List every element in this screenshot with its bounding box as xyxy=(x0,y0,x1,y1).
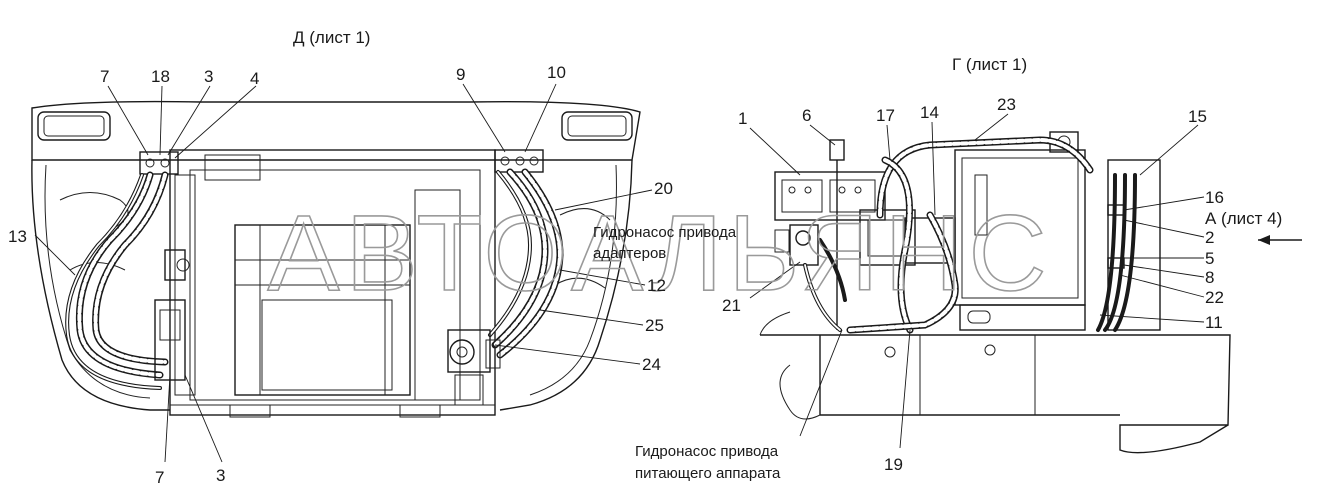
callout-15: 15 xyxy=(1188,107,1207,126)
callout-2: 2 xyxy=(1205,228,1214,247)
callout-6: 6 xyxy=(802,106,811,125)
callout-13: 13 xyxy=(8,227,27,246)
pump-adapters-label-line1: Гидронасос привода xyxy=(593,224,737,241)
callout-23: 23 xyxy=(997,95,1016,114)
right-view-title: Г (лист 1) xyxy=(952,55,1027,74)
callout-16: 16 xyxy=(1205,188,1224,207)
left-view xyxy=(31,100,641,418)
callout-5: 5 xyxy=(1205,249,1214,268)
callout-7-bottom: 7 xyxy=(155,468,164,487)
callout-10: 10 xyxy=(547,63,566,82)
callout-22: 22 xyxy=(1205,288,1224,307)
callout-18: 18 xyxy=(151,67,170,86)
left-view-title: Д (лист 1) xyxy=(293,28,370,47)
callout-25: 25 xyxy=(645,316,664,335)
pump-feeder-label-line2: питающего аппарата xyxy=(635,465,781,482)
leader-lines xyxy=(34,83,1205,463)
callout-12: 12 xyxy=(647,276,666,295)
callout-7-top: 7 xyxy=(100,67,109,86)
pump-feeder-label-line1: Гидронасос привода xyxy=(635,443,779,460)
callout-3-bottom: 3 xyxy=(216,466,225,485)
callout-24: 24 xyxy=(642,355,661,374)
callout-19: 19 xyxy=(884,455,903,474)
watermark: АВТОАЛЬЯНС xyxy=(268,192,1053,313)
callout-11: 11 xyxy=(1205,313,1223,332)
callout-21: 21 xyxy=(722,296,741,315)
callout-17: 17 xyxy=(876,106,895,125)
arrow-a-label: А (лист 4) xyxy=(1205,209,1282,228)
pump-adapters-label-line2: адаптеров xyxy=(593,245,666,262)
callout-3-top: 3 xyxy=(204,67,213,86)
callout-1: 1 xyxy=(738,109,747,128)
callout-20: 20 xyxy=(654,179,673,198)
callout-4: 4 xyxy=(250,69,259,88)
right-view xyxy=(759,131,1302,454)
callout-9: 9 xyxy=(456,65,465,84)
callout-14: 14 xyxy=(920,103,939,122)
callout-8: 8 xyxy=(1205,268,1214,287)
